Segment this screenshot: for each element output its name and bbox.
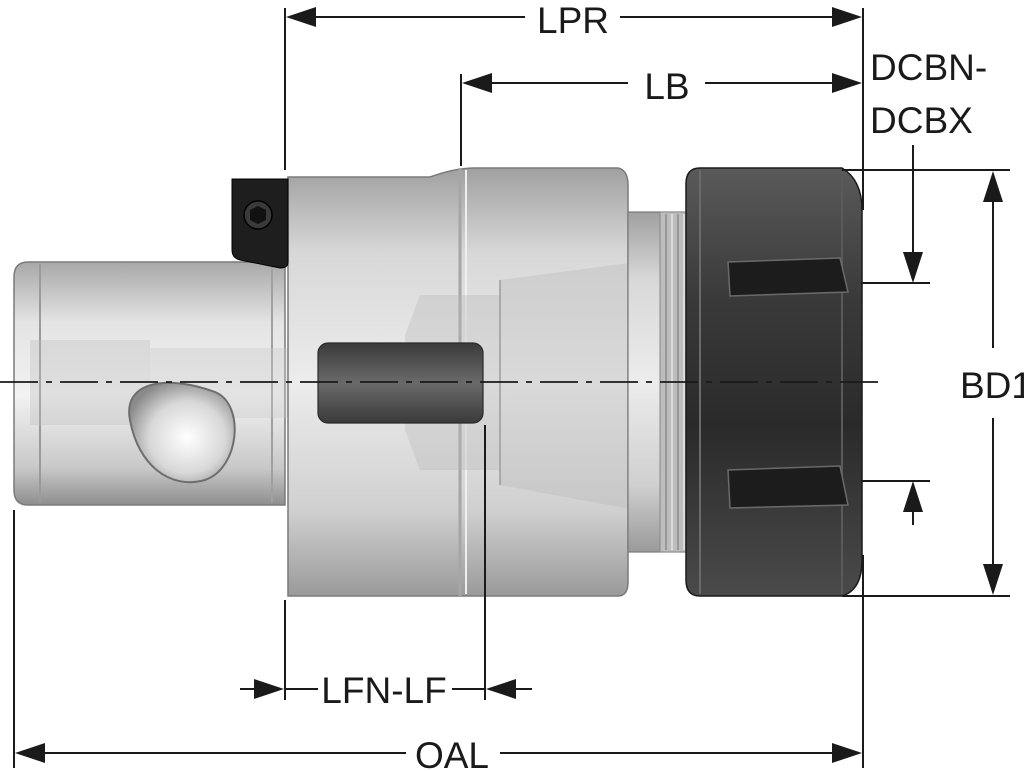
- lfn-lf-label: LFN-LF: [321, 670, 446, 711]
- dimension-lpr: LPR: [286, 0, 862, 41]
- shank: [13, 261, 290, 506]
- dcbn-label: DCBN-: [870, 47, 987, 88]
- bd1-label: BD1: [960, 365, 1024, 406]
- lpr-label: LPR: [537, 0, 609, 41]
- shank-cross-hole: [128, 381, 236, 484]
- dimension-dcbn-dcbx: DCBN- DCBX: [870, 47, 987, 525]
- dimension-lb: LB: [462, 66, 862, 107]
- dcbx-label: DCBX: [870, 100, 973, 141]
- lb-label: LB: [644, 66, 689, 107]
- clamp-block: [231, 178, 289, 269]
- dimension-oal: OAL: [15, 735, 862, 771]
- dimension-lfn-lf: LFN-LF: [240, 670, 532, 711]
- collet-nut: [685, 167, 863, 597]
- oal-label: OAL: [415, 735, 489, 771]
- dimension-lines: [13, 8, 1010, 768]
- drive-pin: [317, 342, 484, 424]
- dimension-bd1: BD1: [960, 171, 1024, 595]
